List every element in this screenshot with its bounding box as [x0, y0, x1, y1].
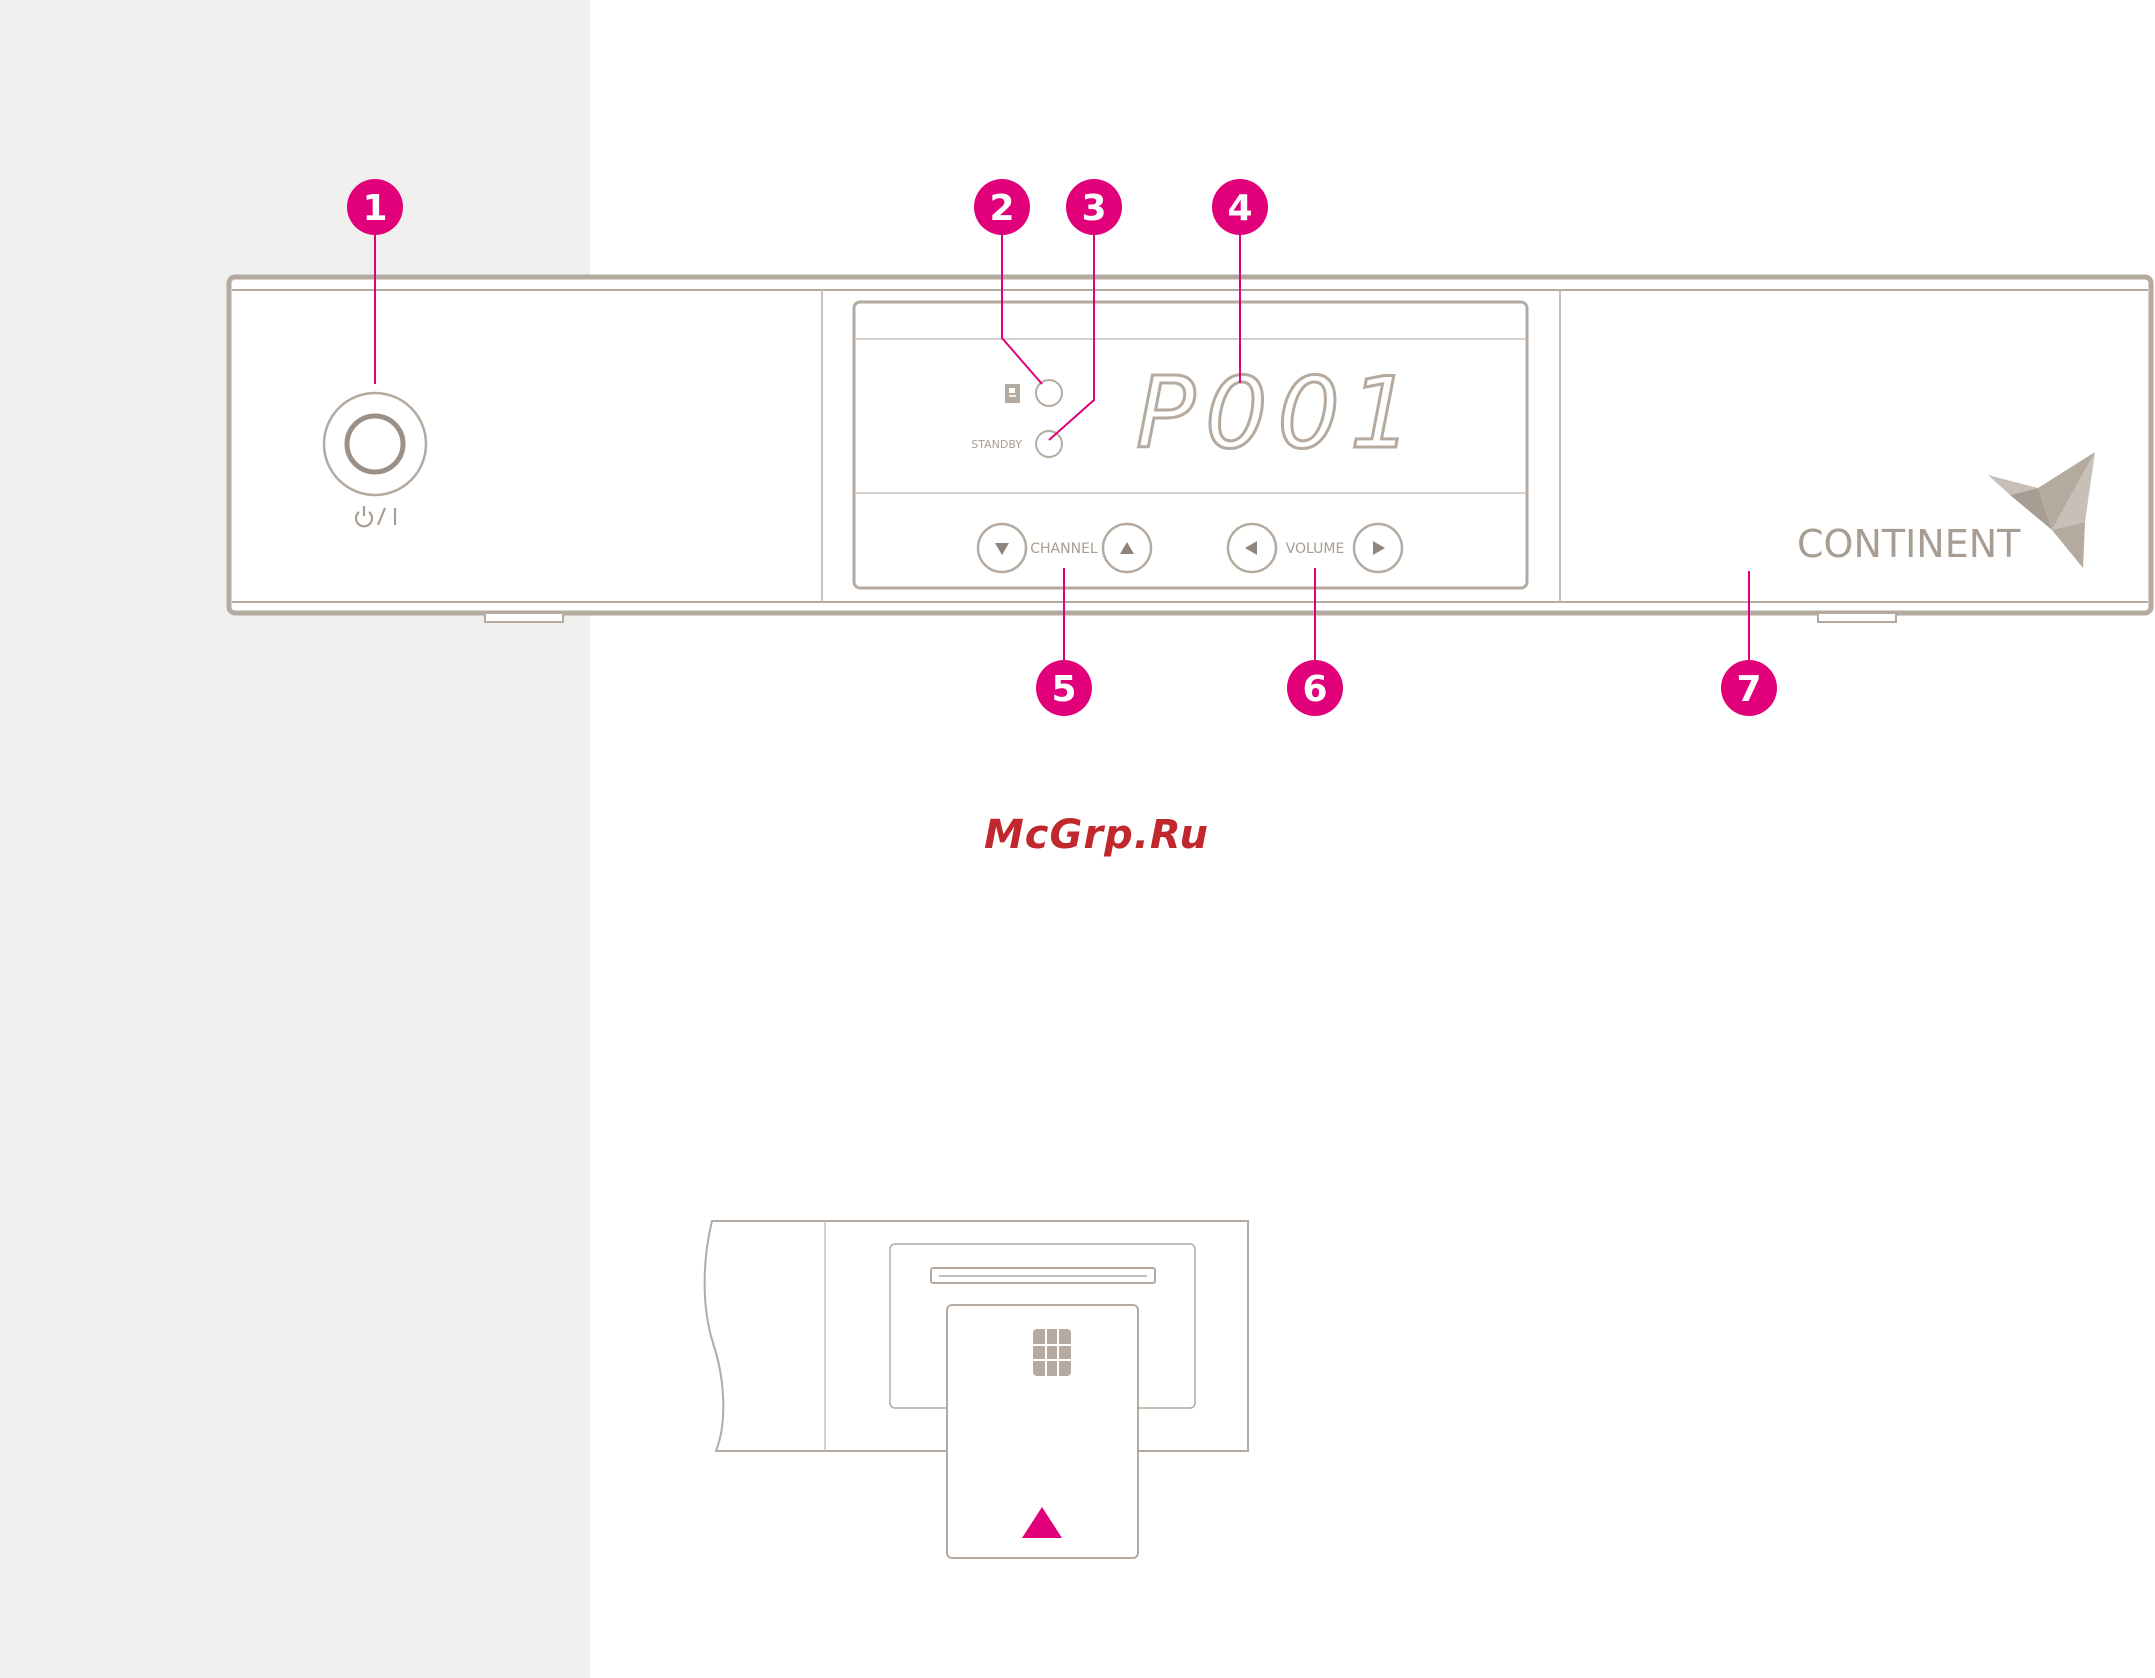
power-button[interactable] [324, 393, 426, 495]
svg-text:3: 3 [1081, 188, 1106, 229]
standby-label: STANDBY [971, 438, 1022, 451]
svg-text:7: 7 [1736, 669, 1761, 710]
segment-display: P001 [1136, 357, 1422, 471]
standby-led [1036, 431, 1062, 457]
svg-text:1: 1 [362, 188, 387, 229]
brand-logo-text: CONTINENT [1797, 522, 2021, 566]
smartcard-icon [1005, 384, 1020, 403]
card-chip-icon [1033, 1329, 1071, 1376]
callout-5: 5 [1036, 660, 1092, 716]
watermark: McGrp.Ru [984, 812, 1209, 858]
volume-up-button[interactable] [1354, 524, 1402, 572]
callout-3: 3 [1066, 179, 1122, 235]
svg-text:5: 5 [1051, 669, 1076, 710]
svg-text:4: 4 [1227, 188, 1252, 229]
volume-down-button[interactable] [1228, 524, 1276, 572]
callout-7: 7 [1721, 660, 1777, 716]
svg-text:2: 2 [989, 188, 1014, 229]
smartcard-led [1036, 380, 1062, 406]
channel-up-button[interactable] [1103, 524, 1151, 572]
callout-2: 2 [974, 179, 1030, 235]
svg-text:6: 6 [1302, 669, 1327, 710]
callout-1: 1 [347, 179, 403, 235]
callout-6: 6 [1287, 660, 1343, 716]
channel-label: CHANNEL [1030, 541, 1098, 557]
volume-label: VOLUME [1286, 541, 1345, 557]
callout-4: 4 [1212, 179, 1268, 235]
channel-down-button[interactable] [978, 524, 1026, 572]
